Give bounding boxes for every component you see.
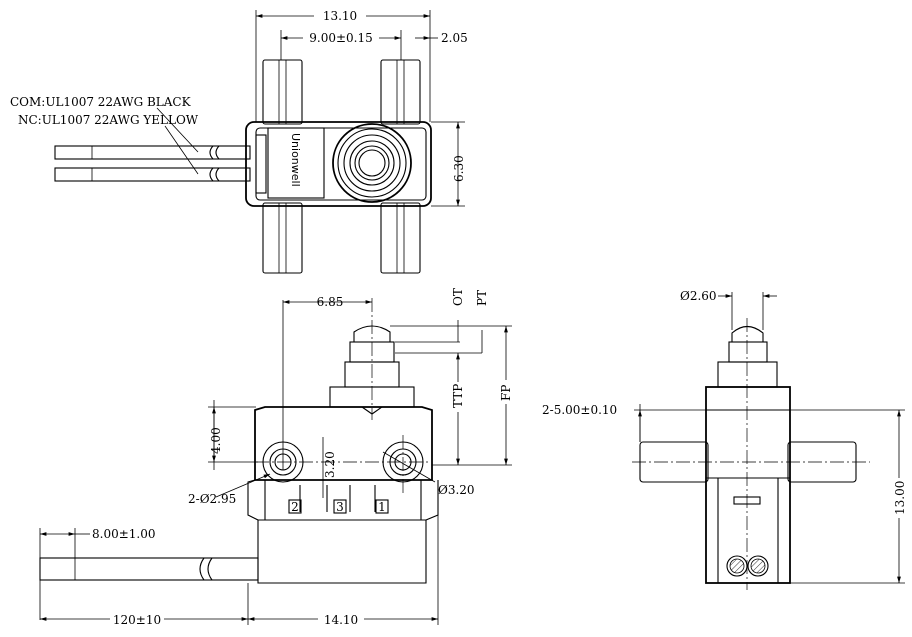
dim-hole-dia-right: Ø3.20 — [438, 483, 475, 497]
dim-pin: 2-5.00±0.10 — [542, 403, 617, 417]
dim-strip-length: 8.00±1.00 — [92, 527, 156, 541]
dim-body-width: 14.10 — [324, 613, 358, 627]
dim-plunger-dia: Ø2.60 — [680, 289, 717, 303]
label-ot: OT — [451, 288, 465, 306]
wire-nc-label: NC:UL1007 22AWG YELLOW — [18, 113, 199, 127]
dim-wire-length: 120±10 — [113, 613, 161, 627]
dim-side-height: 13.00 — [893, 481, 907, 515]
dim-pin-offset: 2.05 — [441, 31, 468, 45]
wire-com-label: COM:UL1007 22AWG BLACK — [10, 95, 192, 109]
front-view: 6.85 4.00 3.20 — [39, 288, 514, 627]
side-view: Ø2.60 2-5.00±0.10 13.00 — [542, 289, 907, 590]
top-view: 13.10 9.00±0.15 2.05 Unionwell — [10, 6, 468, 274]
dim-actuator-offset: 6.85 — [317, 295, 344, 309]
dim-hole-dia-left: 2-Ø2.95 — [188, 492, 236, 506]
label-fp: FP — [499, 385, 513, 401]
brand-label: Unionwell — [289, 133, 302, 187]
dim-overall-width: 13.10 — [323, 9, 357, 23]
dim-top-height: 6.30 — [452, 155, 466, 182]
terminal-3-label: 3 — [336, 500, 344, 514]
terminal-1-label: 1 — [378, 500, 386, 514]
dim-hole-vertical: 4.00 — [209, 427, 223, 454]
terminal-2-label: 2 — [291, 500, 299, 514]
label-pt: PT — [475, 290, 489, 306]
label-ttp: TTP — [451, 384, 465, 408]
dim-pin-spacing: 9.00±0.15 — [309, 31, 373, 45]
dim-hole-spacing: 3.20 — [323, 451, 337, 478]
